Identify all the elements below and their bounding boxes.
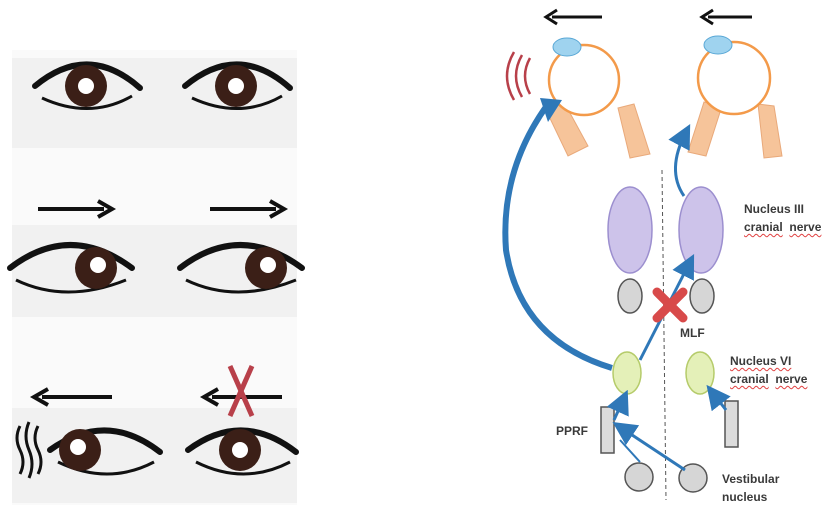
label-nucleus-vi: Nucleus VI cranial nerve: [730, 352, 807, 388]
nucleus-vi-right: [686, 352, 714, 394]
pathway-iii-to-right-eye: [675, 132, 686, 196]
cornea-left: [553, 38, 581, 56]
label-pprf: PPRF: [556, 422, 588, 440]
pathway-vi-to-left-eye: [505, 104, 612, 368]
midline: [662, 170, 666, 500]
nucleus-iii-right: [679, 187, 723, 273]
label-vestibular-line1: Vestibular: [722, 472, 779, 486]
gaze-arrow-right-eye: [702, 10, 752, 24]
pathway-vestibular-to-pprf: [620, 427, 685, 470]
gaze-arrow-left-eye: [546, 10, 602, 24]
muscle-right-eye-lateral: [758, 104, 782, 158]
label-mlf: MLF: [680, 324, 705, 342]
label-nucleus-vi-line1: Nucleus VI: [730, 354, 791, 368]
nucleus-iii-left: [608, 187, 652, 273]
nystagmus-arcs-icon: [507, 52, 530, 100]
eyeball-left: [549, 45, 619, 115]
nucleus-right-grey: [690, 279, 714, 313]
muscle-left-eye-medial: [618, 104, 650, 158]
pathway-diagram: [505, 10, 782, 500]
pprf-block-right: [725, 401, 738, 447]
pathway-pprf-to-vi-right: [712, 392, 726, 410]
pathway-pprf-to-vi: [614, 398, 624, 420]
label-nerve-vi: nerve: [775, 372, 807, 386]
cornea-right: [704, 36, 732, 54]
nucleus-vi-left: [613, 352, 641, 394]
lesion-cross-icon: [657, 292, 683, 318]
label-nucleus-iii: Nucleus III cranial nerve: [744, 200, 821, 236]
pathway-vestibular-left: [620, 440, 640, 462]
eyeball-right: [698, 42, 770, 114]
eye-panel: [10, 50, 302, 505]
vestibular-nucleus-left: [625, 463, 653, 491]
pprf-block-left: [601, 407, 614, 453]
nucleus-left-grey: [618, 279, 642, 313]
label-cranial-iii: cranial: [744, 220, 783, 234]
label-cranial-vi: cranial: [730, 372, 769, 386]
label-vestibular-nucleus: Vestibular nucleus: [722, 470, 779, 506]
label-nucleus-iii-line1: Nucleus III: [744, 202, 804, 216]
label-nerve-iii: nerve: [789, 220, 821, 234]
label-vestibular-line2: nucleus: [722, 490, 767, 504]
